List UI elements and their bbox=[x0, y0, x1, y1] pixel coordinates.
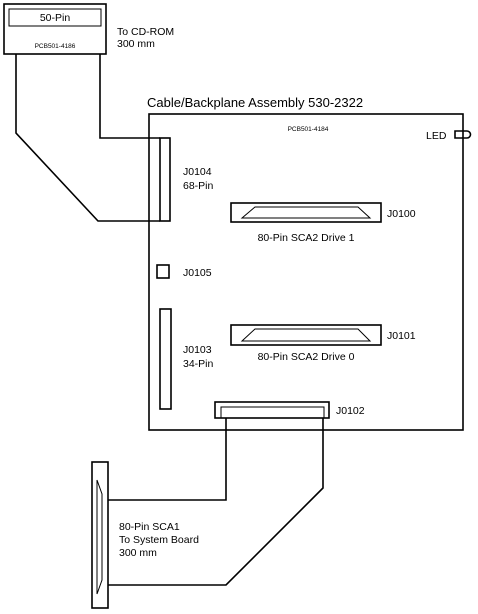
j0103-pins: 34-Pin bbox=[183, 358, 214, 370]
j0103-label: J0103 bbox=[183, 344, 212, 356]
j0103-connector bbox=[159, 308, 172, 410]
j0100-description: 80-Pin SCA2 Drive 1 bbox=[258, 232, 355, 244]
j0101-label: J0101 bbox=[387, 330, 416, 342]
cdrom-cable-length: 300 mm bbox=[117, 38, 155, 50]
cdrom-connector-part: PCB501-4186 bbox=[35, 43, 76, 50]
cdrom-ribbon-cable bbox=[15, 54, 160, 222]
j0101-description: 80-Pin SCA2 Drive 0 bbox=[258, 351, 355, 363]
system-sca1-connector bbox=[91, 461, 109, 609]
led-label: LED bbox=[426, 130, 447, 142]
assembly-title: Cable/Backplane Assembly 530-2322 bbox=[147, 95, 363, 110]
j0102-label: J0102 bbox=[336, 405, 365, 417]
j0100-label: J0100 bbox=[387, 208, 416, 220]
j0105-connector bbox=[156, 264, 170, 279]
system-ribbon-cable bbox=[108, 418, 324, 586]
cdrom-connector-label: 50-Pin bbox=[40, 12, 71, 24]
system-cable-destination: To System Board bbox=[119, 534, 199, 546]
j0104-pins: 68-Pin bbox=[183, 180, 214, 192]
j0102-connector bbox=[214, 401, 330, 419]
j0104-connector bbox=[159, 137, 171, 222]
j0104-label: J0104 bbox=[183, 166, 212, 178]
backplane-board bbox=[148, 113, 464, 431]
backplane-part-number: PCB501-4184 bbox=[288, 126, 329, 133]
j0100-connector bbox=[230, 202, 382, 223]
led-icon bbox=[454, 130, 472, 139]
j0105-label: J0105 bbox=[183, 267, 212, 279]
cdrom-connector: 50-Pin PCB501-4186 bbox=[3, 3, 107, 55]
system-cable-length: 300 mm bbox=[119, 547, 157, 559]
cdrom-cable-label: To CD-ROM bbox=[117, 26, 174, 38]
system-cable-connector-type: 80-Pin SCA1 bbox=[119, 521, 180, 533]
j0101-connector bbox=[230, 324, 382, 346]
